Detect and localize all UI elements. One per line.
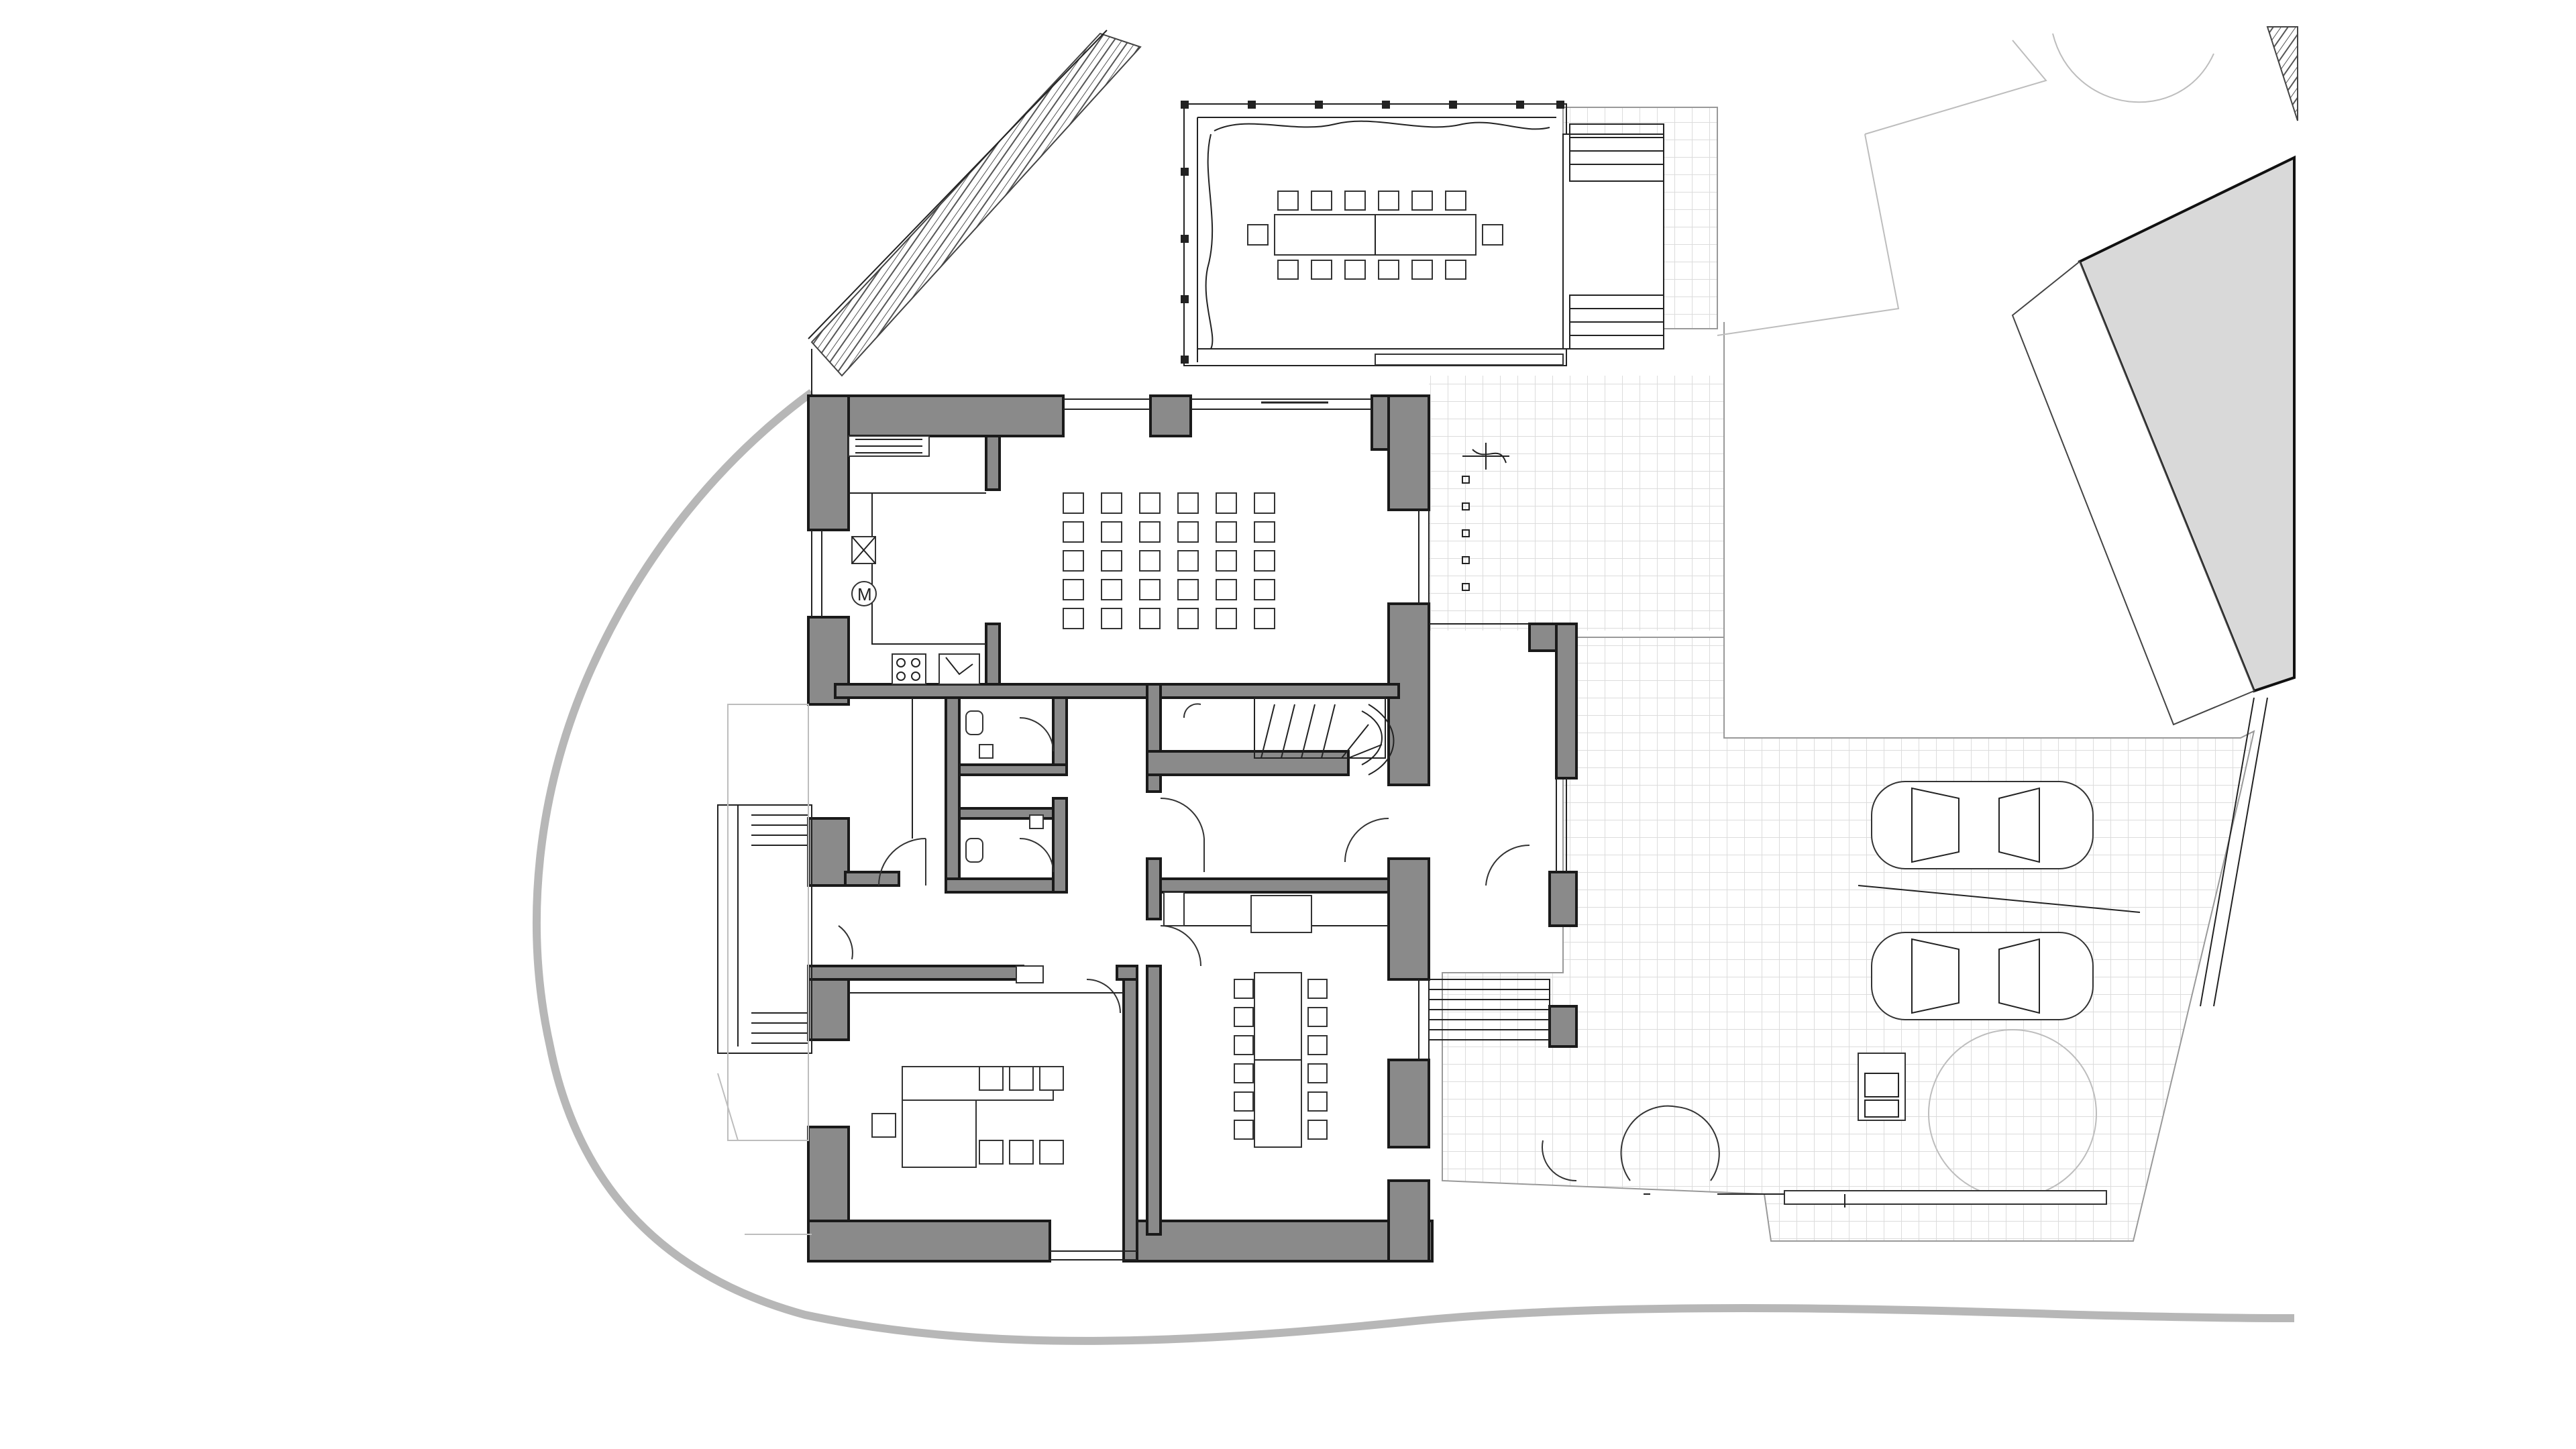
meeting-chair xyxy=(1234,1035,1254,1055)
hall-chair xyxy=(1177,521,1199,543)
site-boundary xyxy=(533,389,2295,1345)
stair-top xyxy=(1569,123,1664,182)
meeting-chair xyxy=(1307,1007,1328,1027)
hall-chair xyxy=(1139,521,1161,543)
hall-chair xyxy=(1216,550,1237,572)
hall-chair xyxy=(1063,550,1084,572)
hall-chair xyxy=(1254,492,1275,514)
meeting-chair xyxy=(1234,1007,1254,1027)
neighbor-building xyxy=(1717,26,2298,726)
hall-chair xyxy=(1216,521,1237,543)
meeting-chair xyxy=(1234,1120,1254,1140)
meeting-chair xyxy=(1234,1091,1254,1112)
hall-chair xyxy=(1177,550,1199,572)
meeting-chair xyxy=(1307,979,1328,999)
hall-chair xyxy=(1177,492,1199,514)
car-2 xyxy=(1871,932,2094,1020)
stair-bottom xyxy=(1569,294,1664,350)
kitchen: M xyxy=(848,435,986,685)
wc-fixtures xyxy=(912,698,1044,863)
building-walls xyxy=(807,394,1578,1263)
bollards xyxy=(1462,443,1509,591)
pergola-posts xyxy=(1181,101,1564,364)
hall-seating xyxy=(1063,492,1275,629)
hall-chair xyxy=(1216,492,1237,514)
meeting-chair xyxy=(1234,1063,1254,1083)
hall-chair xyxy=(1254,608,1275,629)
hedge xyxy=(808,30,1142,396)
hall-chair xyxy=(1139,550,1161,572)
meeting-chair xyxy=(1307,1091,1328,1112)
car-1 xyxy=(1871,781,2094,869)
meeting-room xyxy=(1163,892,1389,1148)
hall-chair xyxy=(1139,608,1161,629)
hall-chair xyxy=(1254,550,1275,572)
hall-chair xyxy=(1101,579,1122,600)
hall-chair xyxy=(1101,492,1122,514)
meeting-chair xyxy=(1234,979,1254,999)
bins xyxy=(1858,1053,1906,1121)
hall-chair xyxy=(1101,608,1122,629)
east-stairs xyxy=(1429,979,1550,1040)
hall-chair xyxy=(1063,608,1084,629)
meeting-chair xyxy=(1307,1035,1328,1055)
windows xyxy=(811,398,1567,1260)
hall-chair xyxy=(1139,492,1161,514)
hall-chair xyxy=(1254,579,1275,600)
hall-chair xyxy=(1254,521,1275,543)
hall-chair xyxy=(1216,579,1237,600)
hall-chair xyxy=(1177,579,1199,600)
meeting-chair xyxy=(1307,1120,1328,1140)
meeting-chair xyxy=(1307,1063,1328,1083)
hall-chair xyxy=(1063,492,1084,514)
west-stairs xyxy=(717,704,812,1141)
hall-chair xyxy=(1139,579,1161,600)
hall-chair xyxy=(1101,550,1122,572)
pergola-terrace xyxy=(1181,101,1664,366)
doors xyxy=(838,703,1720,1182)
meter-icon xyxy=(851,581,877,606)
hall-chair xyxy=(1177,608,1199,629)
hall-chair xyxy=(1063,579,1084,600)
meter-label: M xyxy=(857,584,872,604)
main-stair xyxy=(1254,697,1395,775)
hall-chair xyxy=(1063,521,1084,543)
outdoor-dining-table xyxy=(1247,191,1503,280)
hall-chair xyxy=(1101,521,1122,543)
office-left xyxy=(849,965,1124,1168)
hall-chair xyxy=(1216,608,1237,629)
